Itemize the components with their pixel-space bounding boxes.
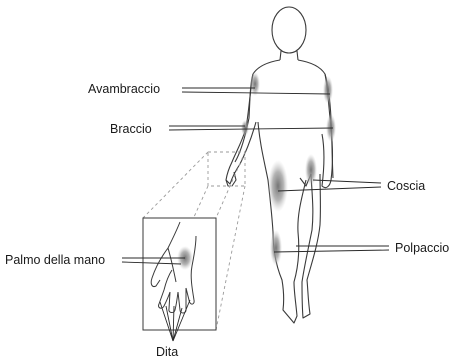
label-thigh: Coscia (387, 179, 425, 193)
zone-forearm-right (323, 76, 333, 104)
leader-thigh-a (313, 180, 381, 183)
label-forearm: Avambraccio (88, 82, 160, 96)
head (272, 7, 306, 53)
zone-forearm-left (250, 72, 260, 96)
zone-arm-left (241, 120, 249, 136)
label-calf: Polpaccio (395, 241, 449, 255)
zone-calf-left (270, 230, 282, 266)
zone-thigh-right (305, 154, 317, 186)
label-palm: Palmo della mano (5, 253, 105, 267)
leader-arm-b (169, 128, 333, 130)
label-fingers: Dita (156, 345, 178, 358)
label-upper-arm: Braccio (110, 122, 152, 136)
zone-thigh-left (268, 160, 288, 212)
